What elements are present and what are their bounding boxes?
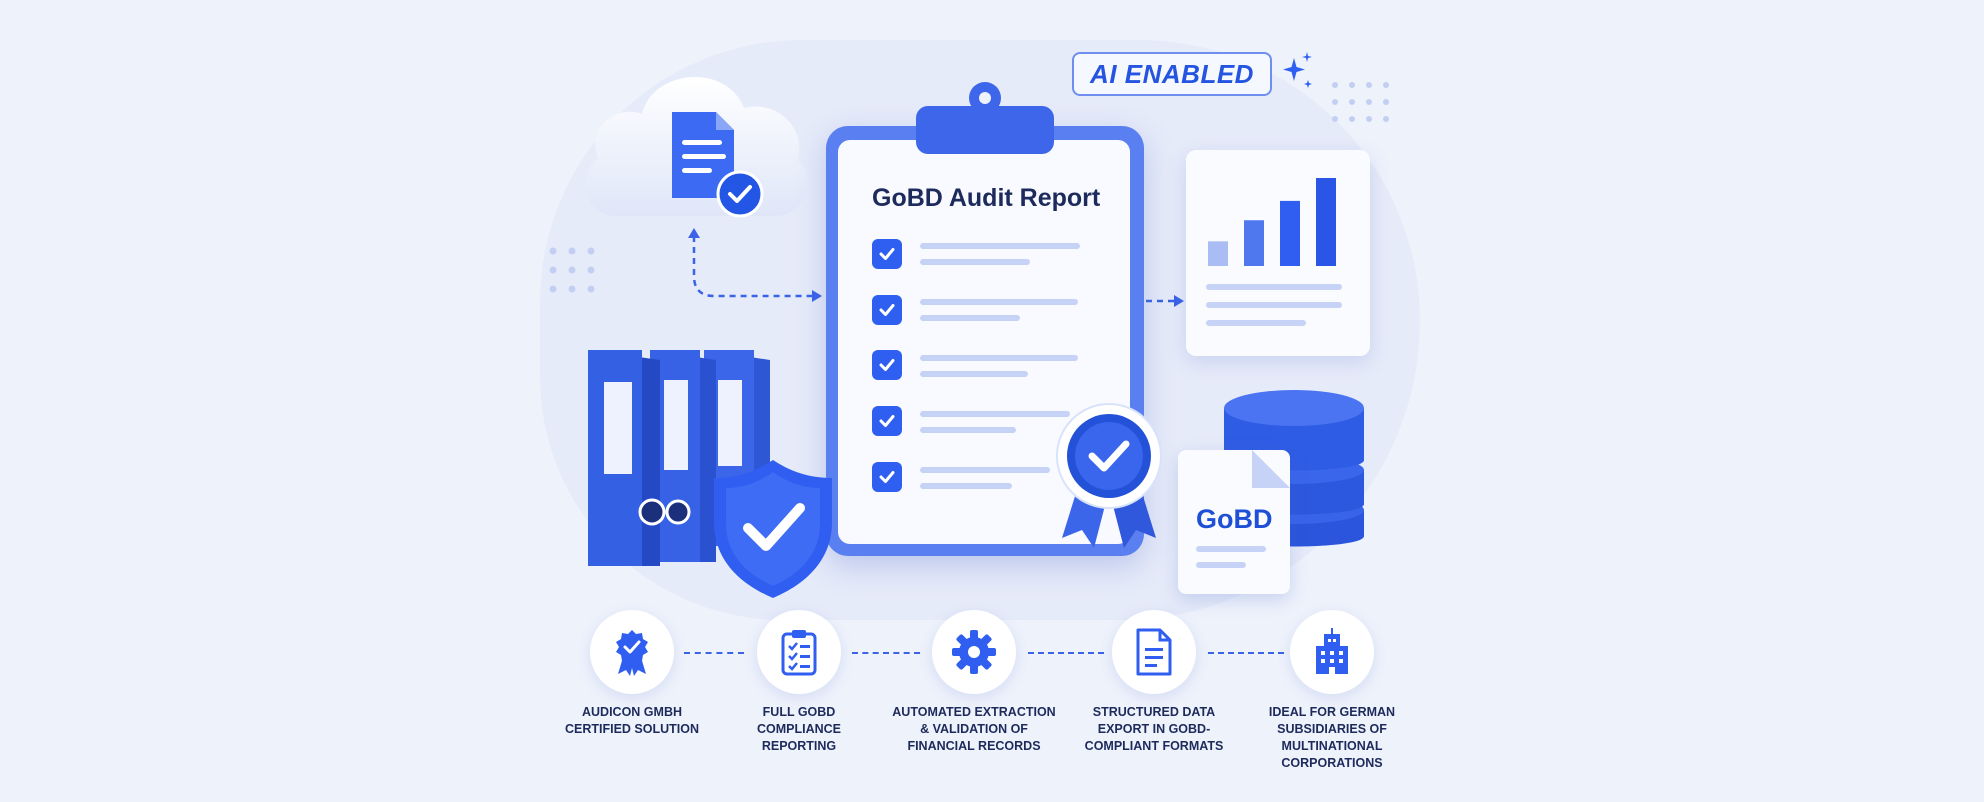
feature-connector	[1028, 652, 1104, 654]
document-icon	[1112, 610, 1196, 694]
building-icon	[1290, 610, 1374, 694]
feature-label-extraction: AUTOMATED EXTRACTION & VALIDATION OF FIN…	[892, 705, 1056, 753]
chart-card	[1186, 150, 1370, 356]
checklist-line	[920, 315, 1020, 321]
checkbox-checked	[872, 462, 902, 492]
award-ribbon-icon	[590, 610, 674, 694]
flow-arrow-chart	[1146, 295, 1184, 307]
award-seal-icon	[1056, 403, 1162, 548]
shield-check-icon	[714, 460, 832, 598]
feature-connector	[852, 652, 920, 654]
checklist-line	[920, 371, 1028, 377]
document-line	[1196, 562, 1246, 568]
report-title: GoBD Audit Report	[872, 184, 1101, 212]
gear-icon	[932, 610, 1016, 694]
gobd-card-label: GoBD	[1196, 504, 1273, 534]
feature-label-certified: AUDICON GMBH CERTIFIED SOLUTION	[564, 705, 700, 736]
bar-chart	[1206, 178, 1342, 326]
feature-connector	[684, 652, 744, 654]
sparkle-icon	[1283, 52, 1312, 88]
dot-grid-decoration-left	[549, 247, 595, 293]
checklist-line	[920, 411, 1070, 417]
checklist-line	[920, 243, 1080, 249]
chart-bar	[1316, 178, 1336, 266]
cloud-document-icon	[585, 77, 808, 218]
feature-label-export: STRUCTURED DATA EXPORT IN GOBD- COMPLIAN…	[1084, 705, 1224, 753]
checklist-line	[920, 355, 1078, 361]
checkbox-checked	[872, 239, 902, 269]
dot-grid-decoration	[1332, 82, 1389, 122]
checkbox-checked	[872, 350, 902, 380]
feature-label-subsidiaries: IDEAL FOR GERMAN SUBSIDIARIES OF MULTINA…	[1268, 705, 1396, 770]
checklist-line	[920, 483, 1012, 489]
chart-bar	[1208, 241, 1228, 266]
chart-bar	[1244, 220, 1264, 266]
clipboard-clip	[916, 82, 1054, 154]
flow-arrow-cloud	[688, 228, 822, 302]
feature-connector	[1208, 652, 1284, 654]
document-fold-icon	[1252, 450, 1290, 488]
checkbox-checked	[872, 406, 902, 436]
checklist-line	[920, 467, 1050, 473]
ai-enabled-badge: AI ENABLED	[1072, 52, 1272, 96]
clipboard-checklist-icon	[757, 610, 841, 694]
checklist-line	[920, 299, 1078, 305]
checkbox-checked	[872, 295, 902, 325]
chart-bar	[1280, 200, 1300, 266]
document-line	[1196, 546, 1266, 552]
ai-enabled-label: AI ENABLED	[1090, 58, 1254, 89]
checklist-line	[920, 427, 1016, 433]
feature-label-compliance: FULL GOBD COMPLIANCE REPORTING	[756, 705, 842, 753]
checklist-line	[920, 259, 1030, 265]
